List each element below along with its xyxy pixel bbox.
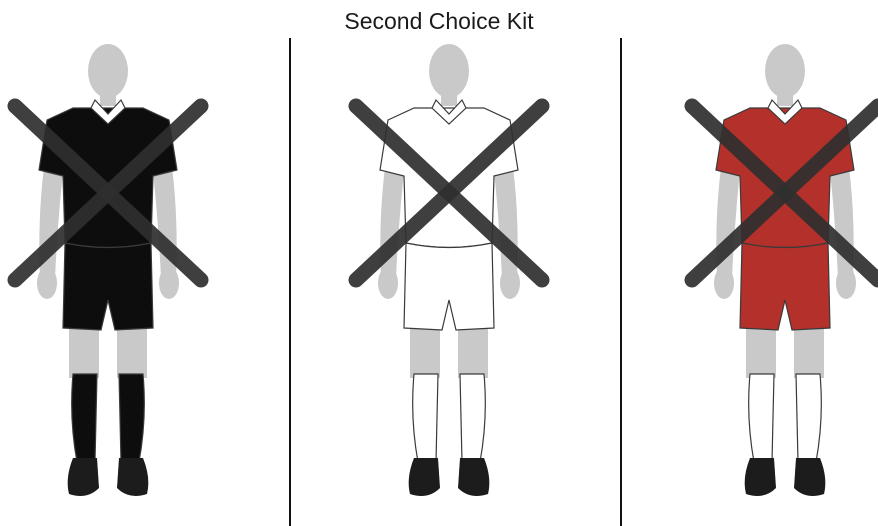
left-hand [37, 267, 57, 299]
neck [100, 92, 116, 106]
head [429, 44, 469, 98]
kit-figure-2 [344, 38, 554, 508]
right-hand [159, 267, 179, 299]
right-hand [836, 267, 856, 299]
right-boot [117, 458, 148, 496]
right-thigh [117, 328, 147, 378]
divider-left [289, 38, 291, 526]
page-title: Second Choice Kit [0, 6, 878, 36]
right-thigh [458, 328, 488, 378]
left-boot [68, 458, 99, 496]
left-hand [714, 267, 734, 299]
left-hand [378, 267, 398, 299]
right-hand [500, 267, 520, 299]
neck [777, 92, 793, 106]
shorts [740, 243, 830, 330]
kit-figure-3 [680, 38, 878, 508]
left-sock [413, 374, 438, 462]
shorts [63, 243, 153, 330]
shorts [404, 243, 494, 330]
right-thigh [794, 328, 824, 378]
left-sock [72, 374, 97, 462]
black-kit-icon [3, 38, 213, 508]
right-sock [119, 374, 144, 462]
left-sock [749, 374, 774, 462]
right-sock [796, 374, 821, 462]
left-thigh [69, 328, 99, 378]
white-kit-icon [344, 38, 554, 508]
left-thigh [410, 328, 440, 378]
kit-figure-1 [3, 38, 213, 508]
head [765, 44, 805, 98]
divider-right [620, 38, 622, 526]
head [88, 44, 128, 98]
left-thigh [746, 328, 776, 378]
red-kit-icon [680, 38, 878, 508]
right-sock [460, 374, 485, 462]
left-boot [409, 458, 440, 496]
right-boot [458, 458, 489, 496]
left-boot [745, 458, 776, 496]
neck [441, 92, 457, 106]
right-boot [794, 458, 825, 496]
